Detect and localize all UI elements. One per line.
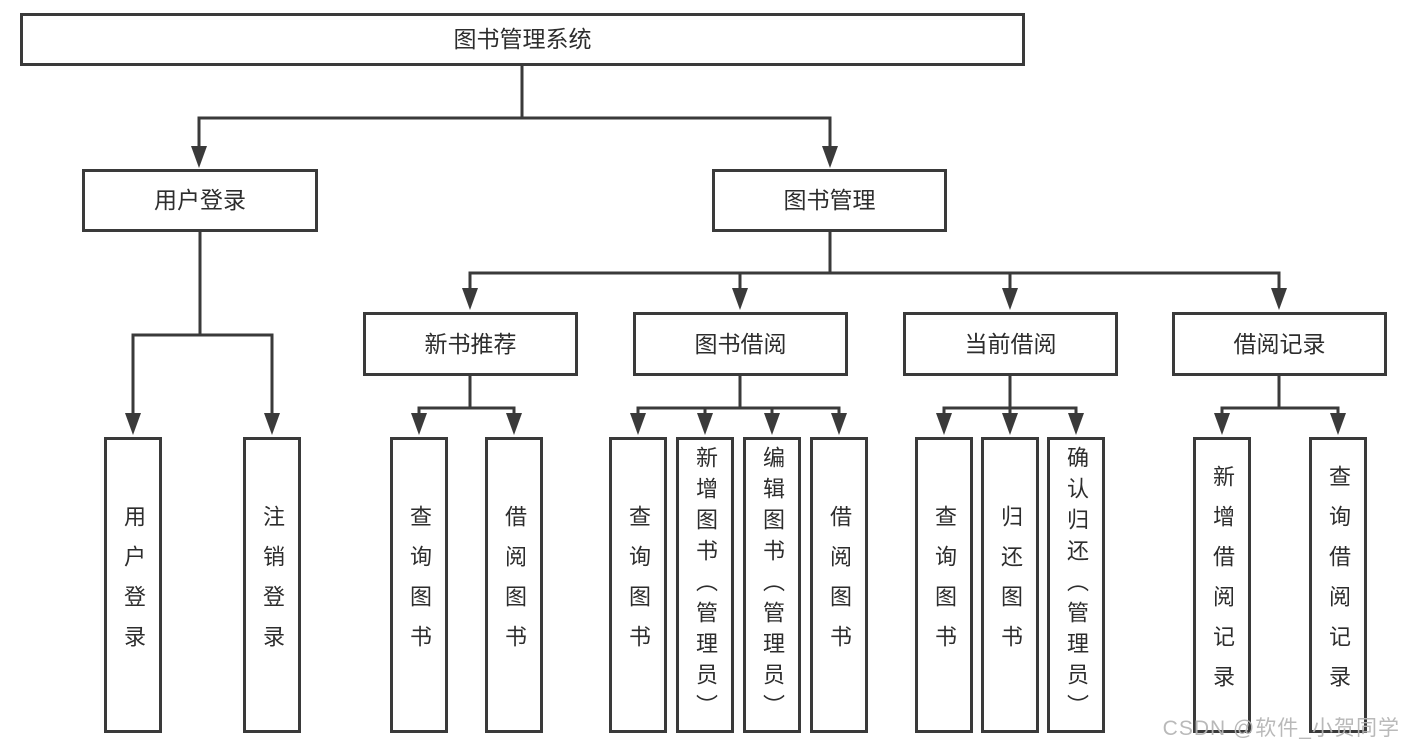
leaf-edit-book-admin: 编辑图书（管理员） [743, 437, 801, 733]
arrowhead-icon [697, 413, 713, 435]
leaf-user-login: 用户登录 [104, 437, 162, 733]
leaf-query-books-borrow-label: 查询图书 [626, 505, 651, 665]
leaf-return-book: 归还图书 [981, 437, 1039, 733]
node-user-login: 用户登录 [82, 169, 318, 232]
arrowhead-icon [411, 413, 427, 435]
arrowhead-icon [936, 413, 952, 435]
node-book-borrow-label: 图书借阅 [694, 330, 787, 357]
leaf-borrow-books-recommend: 借阅图书 [485, 437, 543, 733]
arrowhead-icon [732, 288, 748, 310]
leaf-query-books-current-label: 查询图书 [932, 505, 957, 665]
leaf-confirm-return-admin-label: 确认归还（管理员） [1064, 445, 1089, 725]
csdn-watermark: CSDN @软件_小贺同学 [1162, 717, 1400, 740]
arrowhead-icon [1271, 288, 1287, 310]
leaf-logout: 注销登录 [243, 437, 301, 733]
leaf-add-borrow-record: 新增借阅记录 [1193, 437, 1251, 733]
node-book-management-label: 图书管理 [783, 187, 876, 213]
leaf-add-book-admin: 新增图书（管理员） [676, 437, 734, 733]
leaf-add-book-admin-label: 新增图书（管理员） [693, 445, 718, 725]
leaf-query-books-recommend: 查询图书 [390, 437, 448, 733]
leaf-confirm-return-admin: 确认归还（管理员） [1047, 437, 1105, 733]
arrowhead-icon [822, 146, 838, 168]
leaf-edit-book-admin-label: 编辑图书（管理员） [760, 445, 785, 725]
leaf-query-borrow-record: 查询借阅记录 [1309, 437, 1367, 733]
leaf-user-login-label: 用户登录 [121, 505, 146, 665]
connector-current-borrow-to-leaves [936, 374, 1084, 435]
connector-root-to-level2 [191, 64, 838, 168]
arrowhead-icon [630, 413, 646, 435]
arrowhead-icon [1330, 413, 1346, 435]
node-book-borrow: 图书借阅 [633, 312, 848, 376]
connector-borrow-records-to-leaves [1214, 374, 1346, 435]
node-borrow-records-label: 借阅记录 [1233, 330, 1326, 357]
leaf-return-book-label: 归还图书 [998, 505, 1023, 665]
node-borrow-records: 借阅记录 [1172, 312, 1387, 376]
arrowhead-icon [831, 413, 847, 435]
leaf-borrow-books: 借阅图书 [810, 437, 868, 733]
arrowhead-icon [764, 413, 780, 435]
node-new-book-recommend-label: 新书推荐 [424, 330, 517, 357]
node-current-borrow-label: 当前借阅 [964, 330, 1057, 357]
node-current-borrow: 当前借阅 [903, 312, 1118, 376]
arrowhead-icon [506, 413, 522, 435]
connector-book-management-to-level3 [462, 230, 1287, 310]
leaf-add-borrow-record-label: 新增借阅记录 [1210, 465, 1235, 705]
leaf-query-books-borrow: 查询图书 [609, 437, 667, 733]
connector-new-book-recommend-to-leaves [411, 374, 522, 435]
arrowhead-icon [191, 146, 207, 168]
node-user-login-label: 用户登录 [154, 187, 246, 213]
connector-user-login-to-leaves [125, 230, 280, 435]
arrowhead-icon [264, 413, 280, 435]
connector-book-borrow-to-leaves [630, 374, 847, 435]
leaf-query-borrow-record-label: 查询借阅记录 [1326, 465, 1351, 705]
arrowhead-icon [1002, 413, 1018, 435]
leaf-borrow-books-label: 借阅图书 [827, 505, 852, 665]
node-book-management: 图书管理 [712, 169, 947, 232]
leaf-query-books-current: 查询图书 [915, 437, 973, 733]
leaf-query-books-recommend-label: 查询图书 [407, 505, 432, 665]
node-root: 图书管理系统 [20, 13, 1025, 66]
arrowhead-icon [1002, 288, 1018, 310]
arrowhead-icon [462, 288, 478, 310]
arrowhead-icon [125, 413, 141, 435]
arrowhead-icon [1214, 413, 1230, 435]
node-root-label: 图书管理系统 [453, 26, 592, 52]
leaf-borrow-books-recommend-label: 借阅图书 [502, 505, 527, 665]
node-new-book-recommend: 新书推荐 [363, 312, 578, 376]
leaf-logout-label: 注销登录 [260, 505, 285, 665]
arrowhead-icon [1068, 413, 1084, 435]
